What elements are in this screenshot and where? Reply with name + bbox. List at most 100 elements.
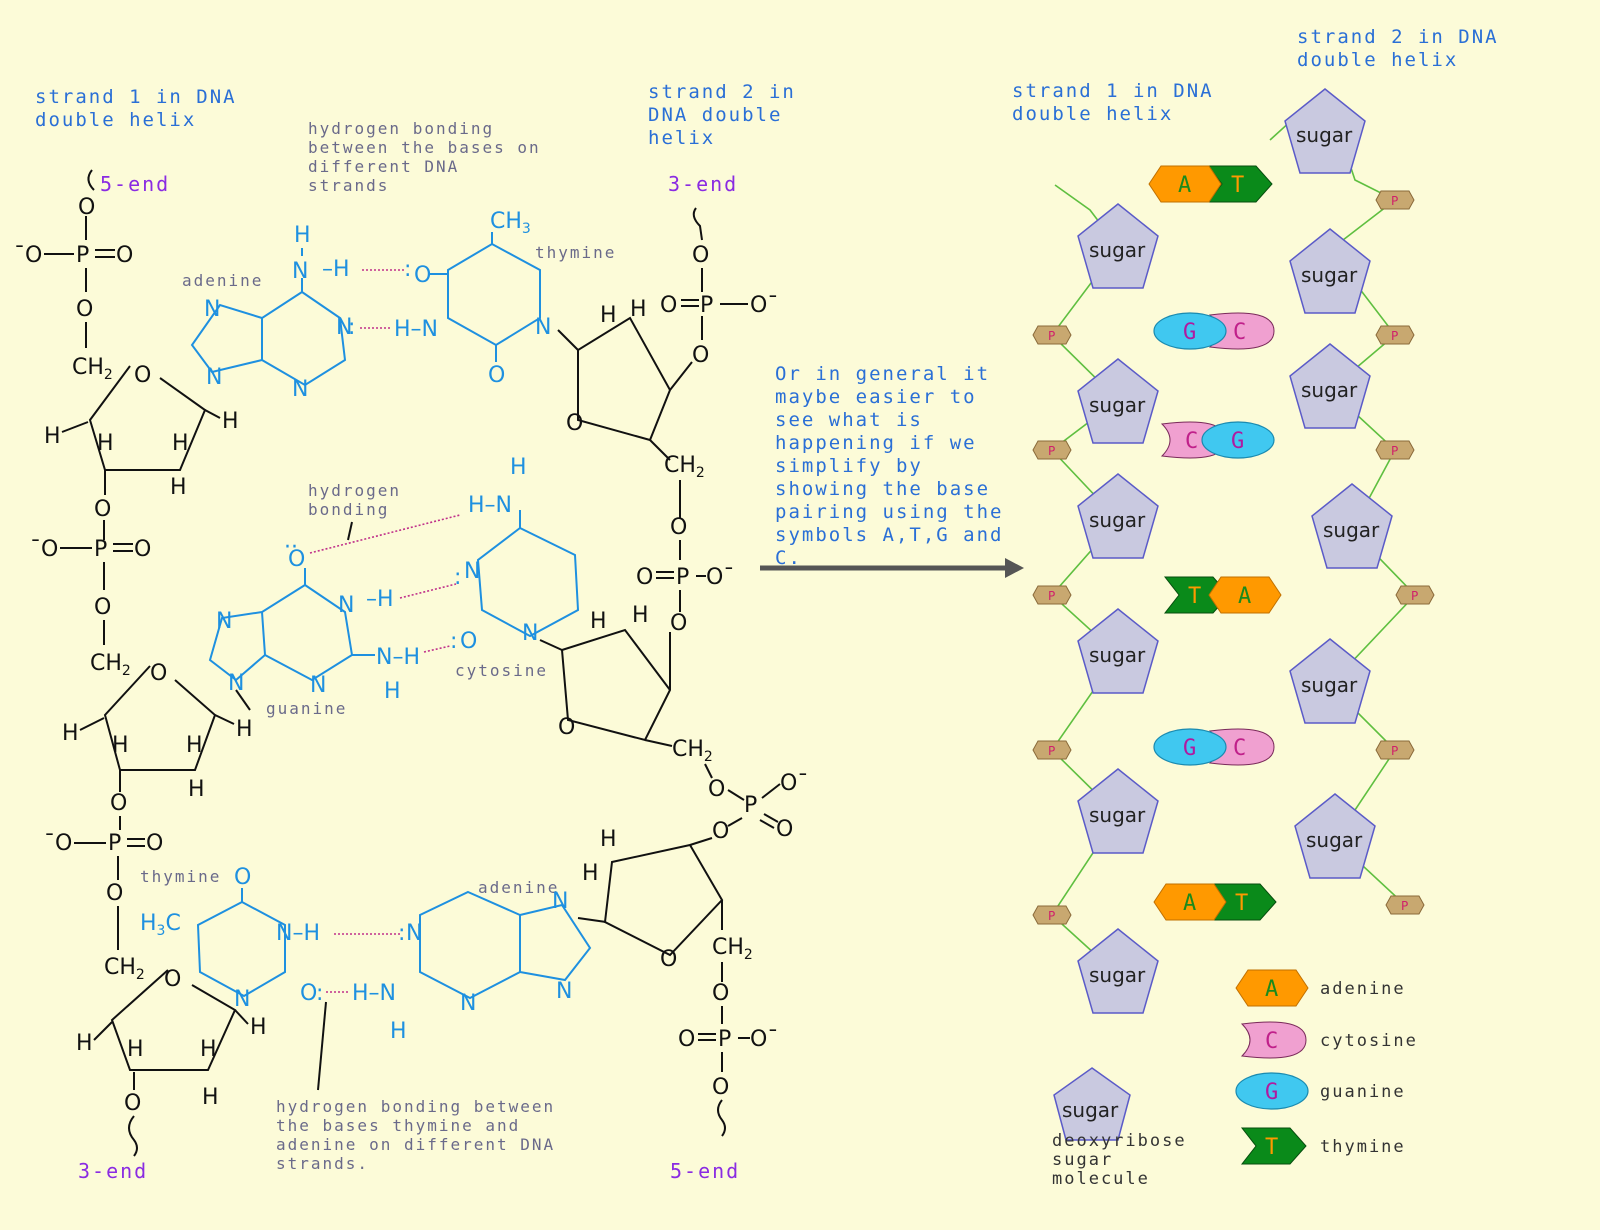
svg-text:H–N: H–N <box>468 493 512 518</box>
sugar-text: sugar <box>1306 828 1363 852</box>
svg-text::: : <box>454 565 461 590</box>
svg-text:O: O <box>76 297 93 322</box>
svg-text:O: O <box>106 881 123 906</box>
legend-name: cytosine <box>1320 1031 1418 1051</box>
phosphate-text: P <box>1048 444 1055 458</box>
adenine-bottom-structure: N : N N N H–N H <box>352 889 607 1044</box>
svg-text:N: N <box>338 593 354 618</box>
hbond-mid-label: hydrogen bonding <box>308 481 413 519</box>
svg-text:H: H <box>236 717 253 742</box>
svg-text:O: O <box>94 497 111 522</box>
svg-text:O: O <box>692 343 709 368</box>
phosphate-text: P <box>1391 744 1398 758</box>
adenine-bottom-label: adenine <box>478 878 559 897</box>
svg-text:CH2: CH2 <box>712 935 753 963</box>
svg-text:P: P <box>108 831 121 856</box>
svg-text:H3C: H3C <box>140 911 181 939</box>
svg-text:P: P <box>676 565 689 590</box>
right-strand1-label: strand 1 in DNA double helix <box>1012 80 1227 125</box>
svg-text:N: N <box>552 889 568 914</box>
svg-text:O: O <box>116 243 133 268</box>
svg-text:P: P <box>76 243 89 268</box>
end-5-bottom: 5-end <box>670 1159 740 1183</box>
sugar-text: sugar <box>1089 238 1146 262</box>
base-G: G <box>1235 1072 1309 1110</box>
svg-text:H: H <box>200 1037 217 1062</box>
hbond-arrow <box>317 1001 327 1091</box>
hbond-line <box>399 583 457 599</box>
svg-text:N: N <box>556 979 572 1004</box>
sugar-pentagon: sugar <box>1077 608 1159 694</box>
base-letter: T <box>1231 173 1244 198</box>
base-letter: G <box>1231 429 1244 454</box>
base-G: G <box>1153 728 1227 766</box>
base-letter: A <box>1265 977 1278 1002</box>
base-letter: A <box>1238 584 1251 609</box>
svg-text:O: O <box>124 1091 141 1116</box>
svg-text:¯O: ¯O <box>30 537 58 562</box>
svg-text:O: O <box>670 611 687 636</box>
svg-text:O: O <box>300 981 317 1006</box>
sugar-pentagon: sugar <box>1284 88 1366 174</box>
svg-text:O: O <box>134 537 151 562</box>
svg-text:H: H <box>127 1037 144 1062</box>
base-T: T <box>1240 1127 1307 1165</box>
phosphate: P <box>1032 440 1072 460</box>
svg-text:O: O <box>566 411 583 436</box>
svg-text:N–H: N–H <box>276 921 320 946</box>
adenine-top-label: adenine <box>182 271 263 290</box>
phosphate: P <box>1032 905 1072 925</box>
svg-text:N: N <box>292 259 308 284</box>
svg-text:H–N: H–N <box>352 981 396 1006</box>
strand1-line <box>1050 184 1120 976</box>
base-pair: TA <box>1148 165 1273 203</box>
phosphate: P <box>1375 440 1415 460</box>
sugar-pentagon: sugar <box>1077 358 1159 444</box>
svg-text:N: N <box>406 921 422 946</box>
svg-text:O¯: O¯ <box>780 771 808 796</box>
thymine-bottom-structure: O H3C N–H N O : <box>140 865 323 1012</box>
hbond-bottom-label: hydrogen bonding between the bases thymi… <box>276 1097 567 1173</box>
svg-text:O: O <box>78 195 95 220</box>
cytosine-label: cytosine <box>455 661 548 680</box>
phosphate: P <box>1032 740 1072 760</box>
svg-text:H: H <box>510 455 527 480</box>
end-5-top: 5-end <box>100 172 170 196</box>
svg-text:O: O <box>660 947 677 972</box>
sugar-text: sugar <box>1301 263 1358 287</box>
left-strand1-label: strand 1 in DNA double helix <box>35 86 250 131</box>
legend-sugar-text: sugar <box>1062 1098 1119 1122</box>
svg-text:N: N <box>216 609 232 634</box>
end-3-bottom: 3-end <box>78 1159 148 1183</box>
svg-text:O¯: O¯ <box>750 1027 778 1052</box>
hbond-line <box>309 514 461 554</box>
svg-text:O: O <box>712 819 729 844</box>
svg-text:H: H <box>222 409 239 434</box>
base-letter: T <box>1188 584 1201 609</box>
svg-text:H: H <box>294 223 311 248</box>
svg-text:O: O <box>288 547 305 572</box>
svg-text:N: N <box>206 365 222 390</box>
svg-text:H: H <box>632 603 649 628</box>
svg-text:H: H <box>170 475 187 500</box>
svg-text:H: H <box>384 679 401 704</box>
svg-text:O: O <box>636 565 653 590</box>
svg-text:H: H <box>112 733 129 758</box>
sugar-text: sugar <box>1296 123 1353 147</box>
svg-text:··: ·· <box>284 535 298 560</box>
sugar-pentagon: sugar <box>1311 483 1393 569</box>
phosphate-text: P <box>1391 444 1398 458</box>
phosphate: P <box>1395 585 1435 605</box>
svg-text::: : <box>316 981 323 1006</box>
svg-text:H: H <box>188 777 205 802</box>
svg-text:O: O <box>670 515 687 540</box>
svg-text:H: H <box>582 861 599 886</box>
svg-text:H: H <box>172 431 189 456</box>
sugar-pentagon: sugar <box>1077 768 1159 854</box>
